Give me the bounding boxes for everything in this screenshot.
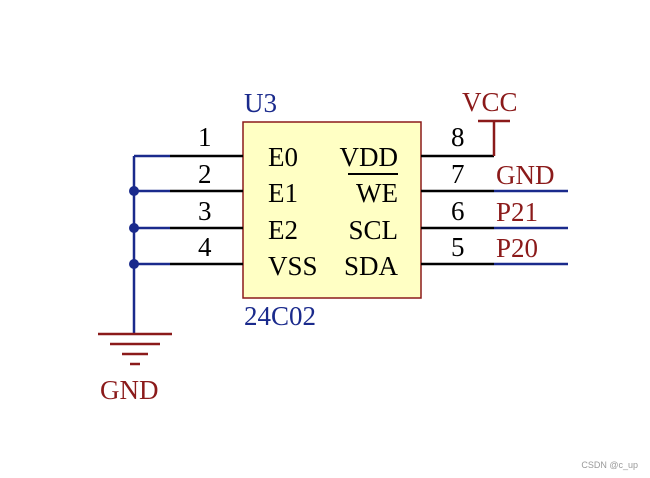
pin-number-4: 4 [198,232,212,262]
pin-name-scl: SCL [348,215,398,245]
pin-name-e0: E0 [268,142,298,172]
net-label-gnd-left: GND [100,375,159,405]
pin-name-vss: VSS [268,251,318,281]
ground-symbol [98,332,172,366]
net-label-p21: P21 [496,197,538,227]
net-label-p20: P20 [496,233,538,263]
pin-number-5: 5 [451,232,465,262]
chip-designator: U3 [244,88,277,118]
junction-dot [129,186,139,196]
pin-name-e1: E1 [268,178,298,208]
pin-name-sda: SDA [344,251,399,281]
watermark: CSDN @c_up [581,460,638,470]
junction-dot [129,223,139,233]
junction-dot [129,259,139,269]
pin-number-3: 3 [198,196,212,226]
vcc-symbol [478,119,510,156]
chip-body [242,121,422,299]
net-label-gnd-right: GND [496,160,555,190]
pin-number-2: 2 [198,159,212,189]
net-label-vcc: VCC [462,87,518,117]
pin-name-vdd: VDD [340,142,399,172]
pin-name-e2: E2 [268,215,298,245]
pin-name-we: WE [356,178,398,208]
pin-number-6: 6 [451,196,465,226]
chip-part-number: 24C02 [244,301,316,331]
pin-number-8: 8 [451,122,465,152]
pin-number-1: 1 [198,122,212,152]
pin-number-7: 7 [451,159,465,189]
